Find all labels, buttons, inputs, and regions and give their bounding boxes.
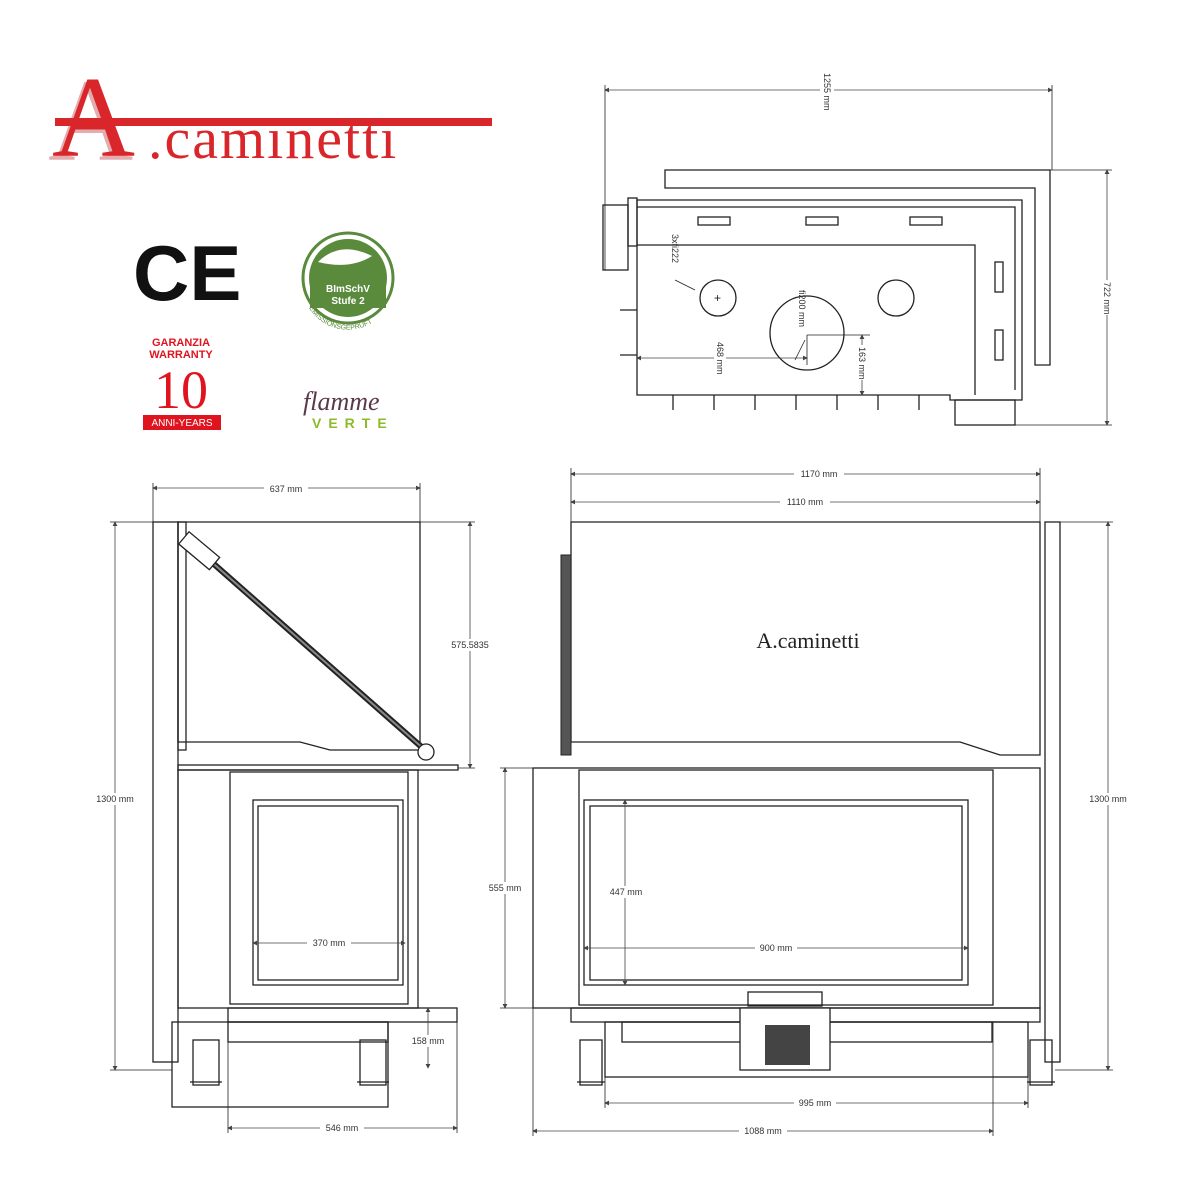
dim-side-width: 637 mm — [270, 484, 303, 494]
svg-text:+: + — [714, 291, 721, 305]
front-logo: A.caminetti — [756, 628, 859, 653]
dim-base-height: 158 mm — [412, 1036, 445, 1046]
verte-text: VERTE — [312, 415, 394, 431]
brand-logo: A A .caminetti — [48, 54, 492, 186]
dim-feet-width: 995 mm — [799, 1098, 832, 1108]
dim-glass-height: 447 mm — [610, 887, 643, 897]
dim-outer-width: 1170 mm — [801, 469, 838, 479]
flamme-verte-logo: flamme VERTE — [303, 387, 394, 431]
dim-upper-height: 575.5835 — [451, 640, 489, 650]
dim-flue-x: 468 mm — [715, 342, 725, 375]
dim-holes: 3xfi222 — [670, 234, 680, 263]
warranty-years: 10 — [154, 360, 208, 420]
dim-top-depth: 722 mm — [1102, 282, 1112, 315]
flamme-text: flamme — [303, 387, 380, 416]
logo-text: .caminetti — [148, 106, 398, 171]
logo-initial: A — [52, 54, 135, 181]
logo-bar — [55, 118, 492, 126]
bimschv-badge: BImSchV Stufe 2 EMISSIONSGEPRÜFT — [301, 231, 395, 332]
warranty-badge: GARANZIA WARRANTY 10 ANNI-YEARS — [143, 337, 221, 430]
dim-body-width: 1110 mm — [787, 497, 823, 507]
dim-door-height: 555 mm — [489, 883, 522, 893]
dim-front-height: 1300 mm — [1089, 794, 1127, 804]
side-view: 637 mm 1300 mm 575.5835 370 mm 158 mm — [92, 482, 494, 1134]
warranty-line1: GARANZIA — [152, 337, 210, 349]
ce-mark: CE — [133, 229, 241, 317]
dim-door-width: 1088 mm — [744, 1126, 782, 1136]
top-view: 1255 mm + 722 mm 46 — [602, 60, 1113, 426]
leaf-icon — [318, 249, 372, 265]
bimschv-line2: Stufe 2 — [331, 296, 365, 307]
dim-base-width: 546 mm — [326, 1123, 359, 1133]
dim-flue-diameter: fi200 mm — [797, 290, 807, 327]
dim-top-width: 1255 mm — [822, 73, 832, 111]
warranty-line3: ANNI-YEARS — [151, 418, 212, 429]
dim-flue-y: 163 mm — [857, 347, 867, 380]
dim-side-height: 1300 mm — [96, 794, 134, 804]
warranty-line2: WARRANTY — [149, 349, 213, 361]
dim-glass-width-front: 900 mm — [760, 943, 793, 953]
front-view: 1170 mm 1110 mm A.caminetti 555 mm 447 m… — [484, 468, 1131, 1137]
bimschv-line1: BImSchV — [326, 284, 370, 295]
dim-glass-width: 370 mm — [313, 938, 346, 948]
